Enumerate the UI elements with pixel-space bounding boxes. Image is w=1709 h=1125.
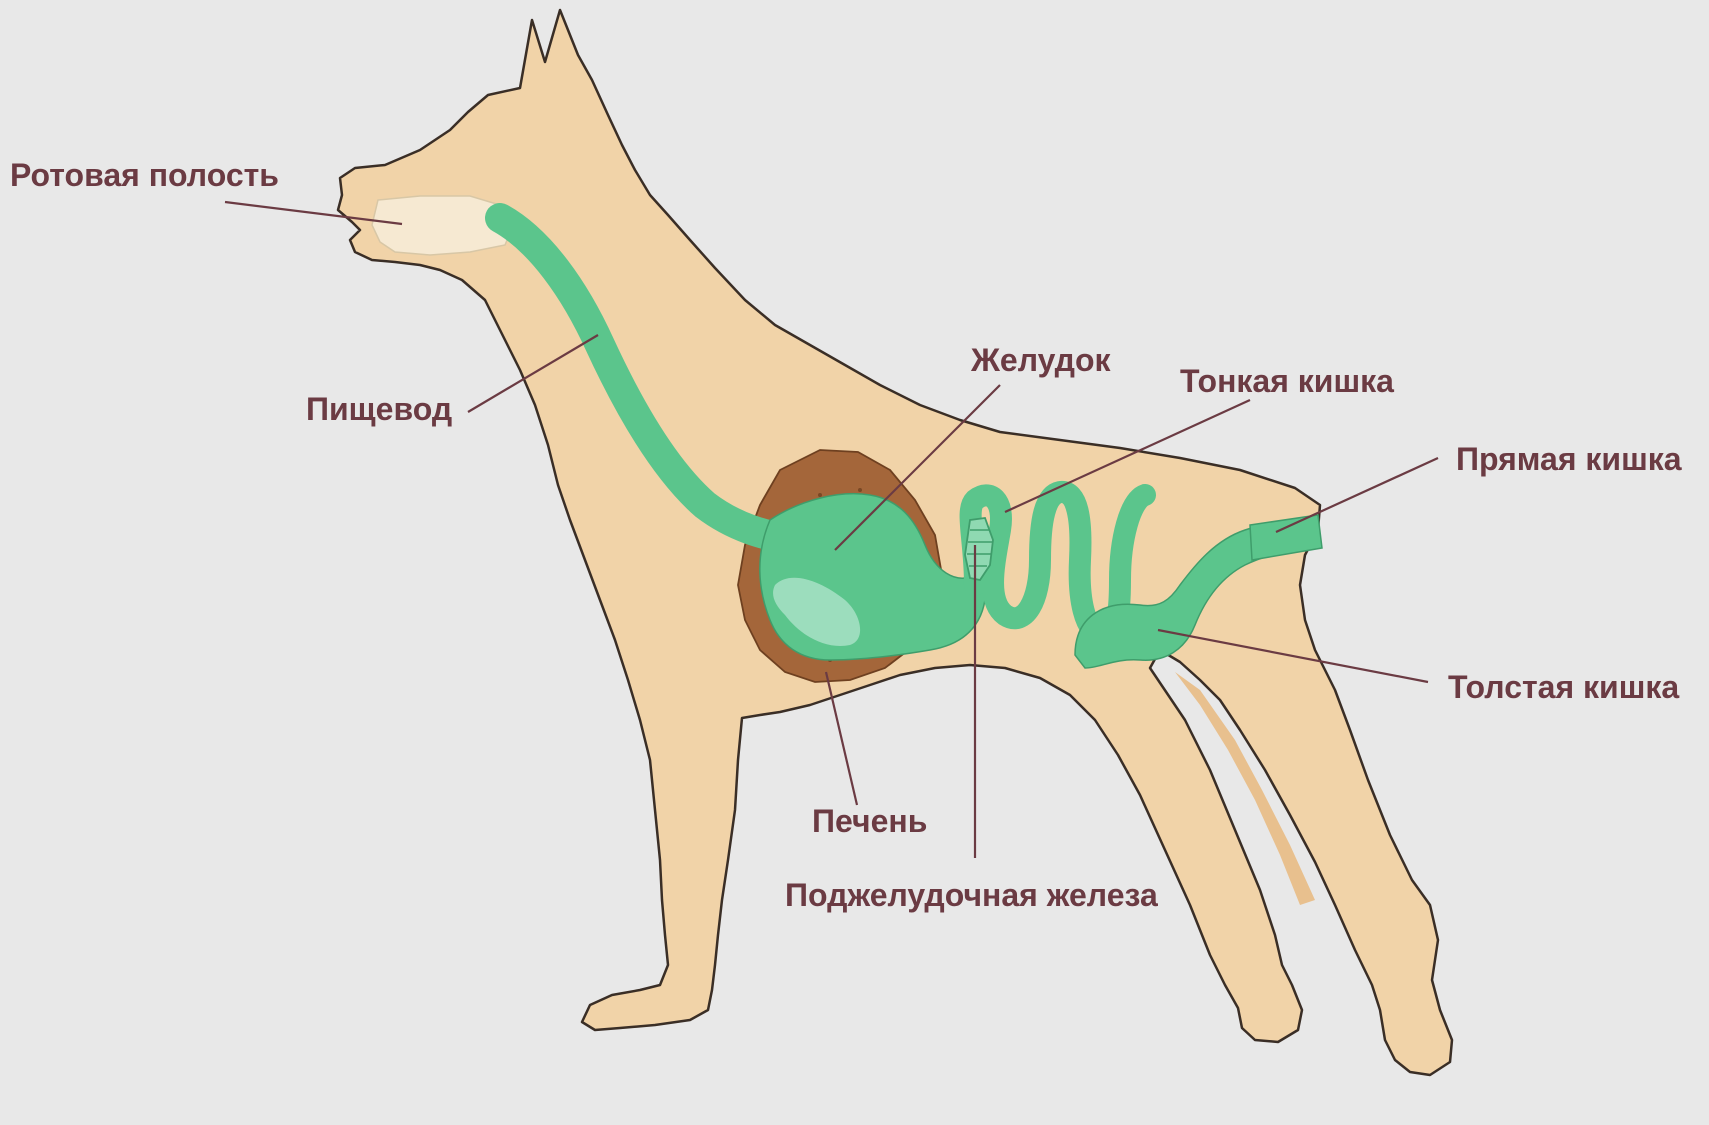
label-large-intestine: Толстая кишка bbox=[1448, 669, 1679, 705]
label-liver: Печень bbox=[812, 803, 927, 839]
label-small-intestine: Тонкая кишка bbox=[1180, 363, 1394, 399]
label-pancreas: Поджелудочная железа bbox=[785, 877, 1158, 913]
label-rectum: Прямая кишка bbox=[1456, 441, 1682, 477]
label-stomach: Желудок bbox=[970, 342, 1111, 378]
label-oral-cavity: Ротовая полость bbox=[10, 157, 279, 193]
label-esophagus: Пищевод bbox=[306, 391, 452, 427]
